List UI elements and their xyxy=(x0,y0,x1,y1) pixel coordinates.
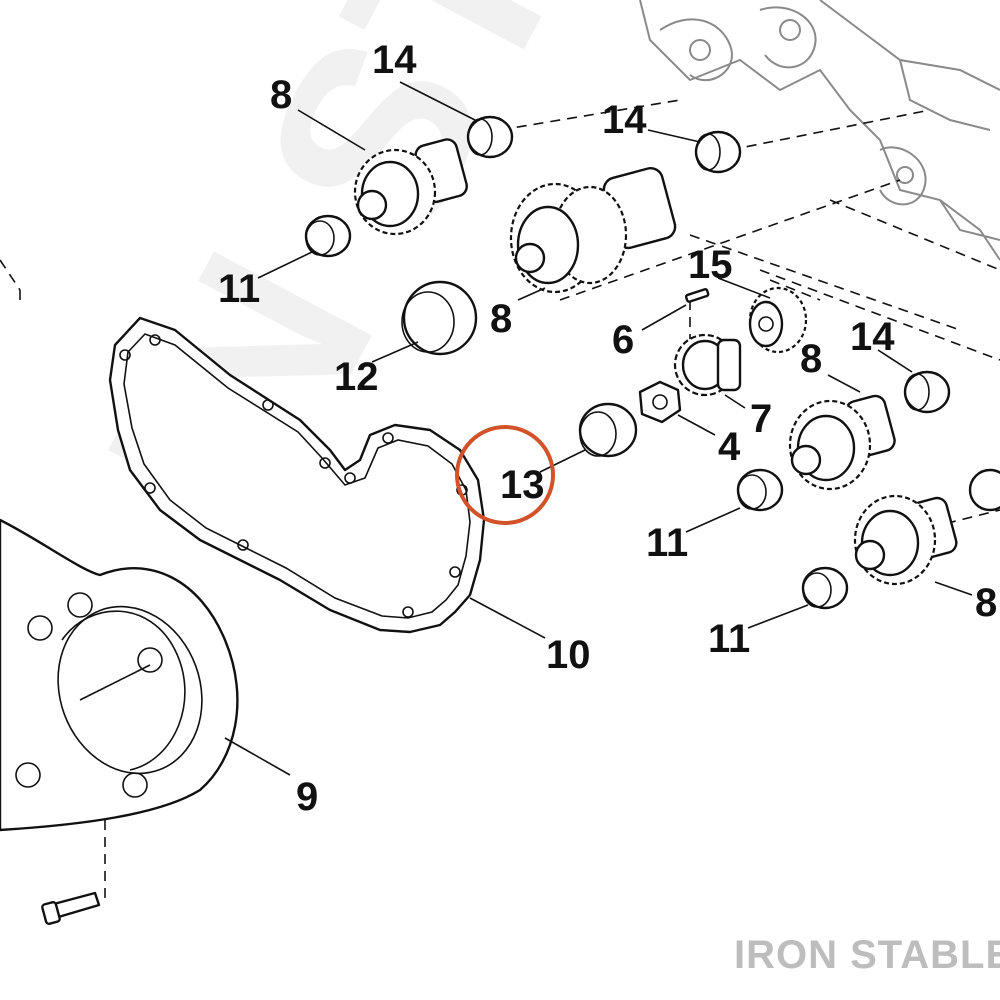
callout-12: 12 xyxy=(334,355,379,399)
callout-labels: 14 8 14 11 15 8 6 12 14 8 7 4 11 8 11 10… xyxy=(218,38,997,819)
cam-gear-8-b xyxy=(509,167,677,294)
callout-4: 4 xyxy=(718,425,741,469)
engine-case-outline xyxy=(639,0,1000,261)
callout-8-b: 8 xyxy=(490,297,512,341)
callout-11-b: 11 xyxy=(646,521,688,565)
callout-9: 9 xyxy=(296,775,318,819)
callout-8-d: 8 xyxy=(975,581,997,625)
callout-8-c: 8 xyxy=(800,337,822,381)
bushing-11-b xyxy=(736,468,784,512)
bushing-11-c xyxy=(801,566,849,610)
bushing-14-c xyxy=(903,370,951,414)
leader-lines xyxy=(224,81,973,776)
oil-pump-drive-15 xyxy=(748,286,808,354)
bushing-14-d xyxy=(968,468,1000,512)
callout-8-a: 8 xyxy=(270,73,292,117)
callout-6: 6 xyxy=(612,318,634,362)
callout-14-c: 14 xyxy=(850,315,895,359)
bushing-12 xyxy=(401,280,478,356)
cam-gear-8-d xyxy=(853,494,958,586)
callout-11-c: 11 xyxy=(708,617,750,661)
highlight-ring xyxy=(455,425,555,525)
callout-14-b: 14 xyxy=(602,98,647,142)
bushing-13 xyxy=(578,402,638,458)
cam-gear-8-a xyxy=(353,138,468,236)
cover-bolt xyxy=(41,891,101,925)
callout-10: 10 xyxy=(546,633,591,677)
highlighted-callout-13: 13 xyxy=(455,425,555,525)
nut-4 xyxy=(638,380,682,424)
bushing-14-a xyxy=(466,115,514,159)
callout-13: 13 xyxy=(500,463,545,507)
gear-case-cover xyxy=(0,518,239,832)
brand-logo-text: IRON STABLE xyxy=(734,933,1000,977)
pinion-gear-7 xyxy=(673,333,742,397)
callout-11-a: 11 xyxy=(218,267,260,311)
cam-gear-8-c xyxy=(788,394,896,491)
callout-14-a: 14 xyxy=(372,38,417,82)
callout-15: 15 xyxy=(688,243,733,287)
bushing-11-a xyxy=(304,214,352,258)
bushing-14-b xyxy=(694,130,742,174)
callout-7: 7 xyxy=(750,397,772,441)
gasket xyxy=(108,316,486,634)
key-6 xyxy=(684,288,710,303)
